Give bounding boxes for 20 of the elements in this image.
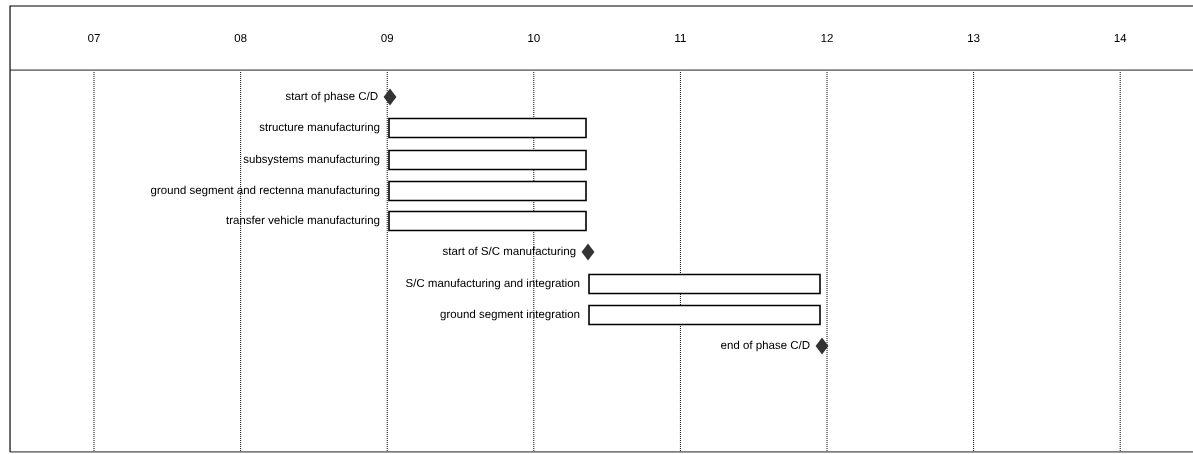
- task-bar: ground segment integration: [440, 304, 821, 326]
- node-label: ground segment and rectenna manufacturing: [150, 185, 380, 197]
- task-bar: S/C manufacturing and integration: [406, 273, 821, 295]
- year-label: 14: [1112, 33, 1128, 43]
- task-bar: transfer vehicle manufacturing: [226, 210, 587, 232]
- year-label: 13: [966, 32, 981, 44]
- node-label: ground segment integration: [440, 309, 580, 321]
- task-bar: structure manufacturing: [259, 117, 587, 139]
- year-label: 11: [673, 33, 688, 43]
- year-label: 09: [379, 32, 395, 44]
- node-label: structure manufacturing: [259, 122, 380, 134]
- year-label: 08: [233, 32, 248, 44]
- year-label: 12: [819, 32, 835, 43]
- node-label: transfer vehicle manufacturing: [226, 215, 380, 227]
- year-label: 07: [86, 32, 102, 44]
- node-label: subsystems manufacturing: [243, 154, 380, 166]
- node-label: S/C manufacturing and integration: [406, 278, 580, 290]
- year-label: 10: [526, 32, 542, 44]
- task-bar: subsystems manufacturing: [243, 149, 587, 171]
- task-bar: ground segment and rectenna manufacturing: [151, 180, 587, 202]
